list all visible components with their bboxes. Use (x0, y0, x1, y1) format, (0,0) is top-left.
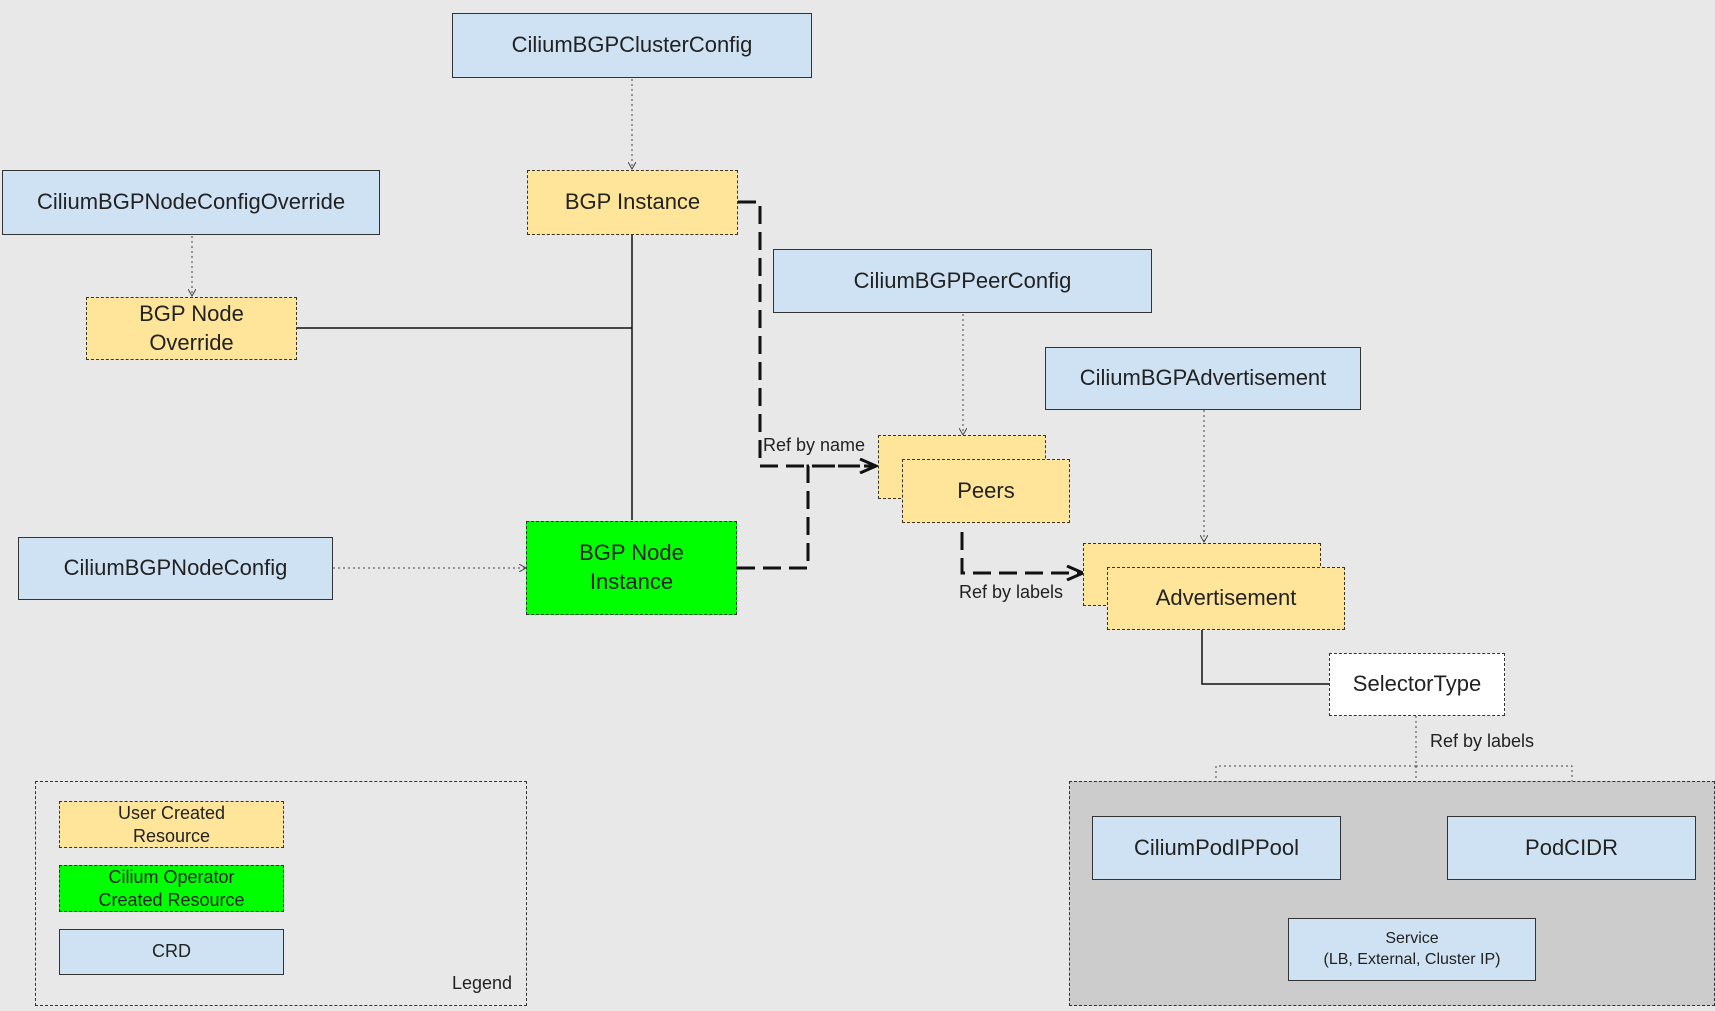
bgp-instance-node: BGP Instance (527, 170, 738, 235)
node-config-node: CiliumBGPNodeConfig (18, 537, 333, 600)
cluster-config-node: CiliumBGPClusterConfig (452, 13, 812, 78)
legend-crd: CRD (59, 929, 284, 975)
peers-node: Peers (902, 459, 1070, 523)
peer-config-node: CiliumBGPPeerConfig (773, 249, 1152, 313)
service-node: Service (LB, External, Cluster IP) (1288, 918, 1536, 981)
edge-peers-adv (960, 532, 1083, 573)
node-config-override-node: CiliumBGPNodeConfigOverride (2, 170, 380, 235)
ref-by-name-label: Ref by name (763, 435, 866, 455)
edge-nodeinstance-peers (737, 464, 860, 570)
pod-cidr-node: PodCIDR (1447, 816, 1696, 880)
ref-by-labels-selector: Ref by labels (1430, 731, 1535, 751)
bgp-node-instance-node: BGP Node Instance (526, 521, 737, 615)
legend-operator-created: Cilium Operator Created Resource (59, 865, 284, 912)
edge-selector-podippool (1216, 765, 1416, 816)
legend-user-created: User Created Resource (59, 801, 284, 848)
ref-by-labels-peers-adv: Ref by labels (959, 582, 1064, 602)
edge-selector-podcidr (1416, 765, 1572, 816)
edge-instance-peers (738, 200, 876, 466)
service-subtitle: (LB, External, Cluster IP) (1323, 950, 1501, 968)
selector-type-node: SelectorType (1329, 653, 1505, 716)
advertisement-node: Advertisement (1107, 567, 1345, 630)
legend-title: Legend (452, 973, 513, 993)
bgp-node-override-node: BGP Node Override (86, 297, 297, 360)
legend (35, 781, 527, 1006)
edge-adv-selector (1201, 630, 1329, 685)
advertisement-crd-node: CiliumBGPAdvertisement (1045, 347, 1361, 410)
pod-ip-pool-node: CiliumPodIPPool (1092, 816, 1341, 880)
service-title: Service (1385, 929, 1439, 947)
